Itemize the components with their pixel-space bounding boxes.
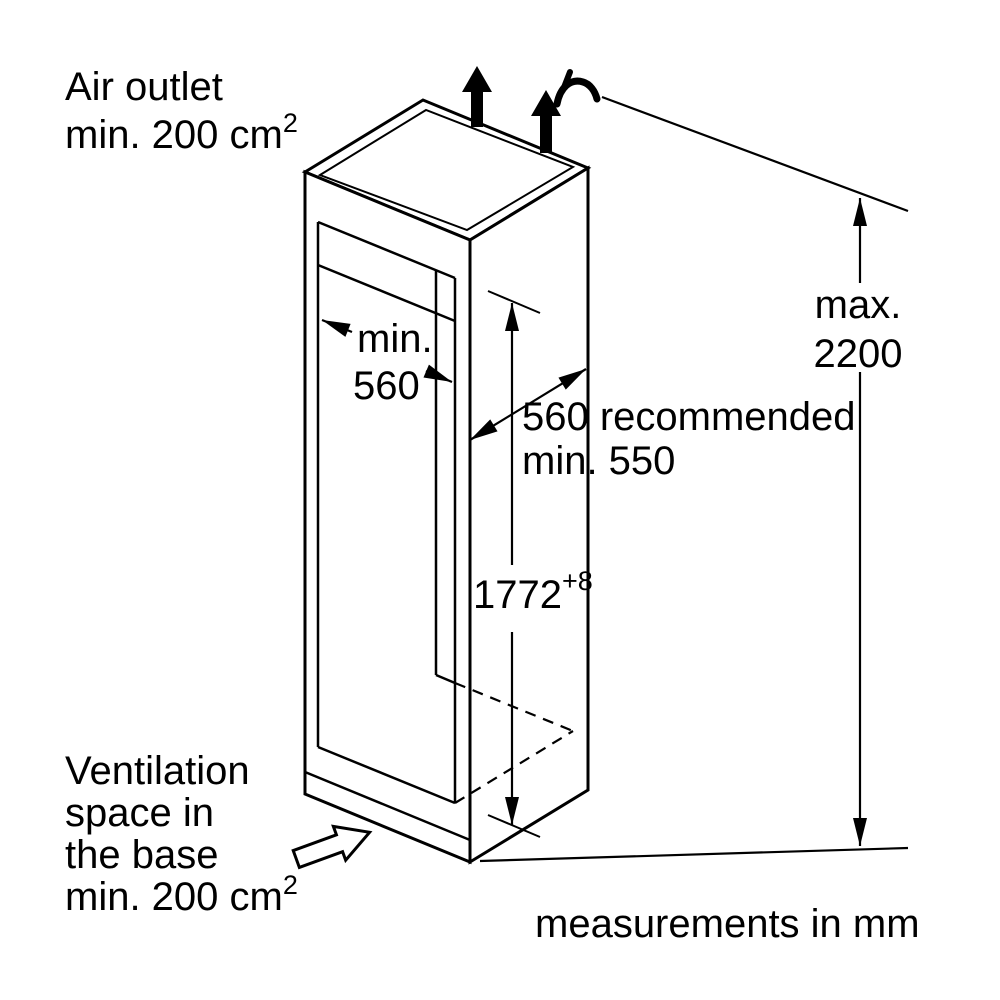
niche-top-face-inner-edge bbox=[317, 108, 576, 232]
niche-depth-label-line2: min. 550 bbox=[522, 439, 675, 483]
width-dim-arrow-right bbox=[423, 364, 453, 384]
niche-front-face bbox=[303, 169, 472, 865]
air-outlet-label-text: min. 200 cm bbox=[65, 113, 283, 157]
air-outlet-label-superscript: 2 bbox=[283, 108, 298, 138]
floor-right-edge-hidden bbox=[454, 730, 574, 804]
opening-bottom-edge bbox=[317, 745, 456, 805]
diagram-labels: Air outlet min. 200 cm2 min. 560 560 rec… bbox=[65, 65, 920, 946]
depth-dim-line bbox=[469, 368, 587, 441]
vent-duct-icon-tick bbox=[560, 69, 573, 93]
air-outlet-label-line2: min. 200 cm2 bbox=[65, 108, 298, 157]
top-rail-upper-edge bbox=[317, 220, 456, 280]
width-dim-arrow-left bbox=[321, 318, 353, 337]
units-footnote: measurements in mm bbox=[535, 902, 920, 946]
niche-width-label-line1: min. bbox=[357, 317, 433, 361]
niche-depth-label-line1: 560 recommended bbox=[522, 395, 856, 439]
top-rail-lower-edge bbox=[317, 263, 456, 323]
ventilation-label-line4: min. 200 cm2 bbox=[65, 870, 298, 919]
plinth-front-edge bbox=[304, 770, 471, 842]
niche-height-label: 1772+8 bbox=[473, 566, 593, 617]
niche-height-tolerance-superscript: +8 bbox=[562, 566, 593, 596]
air-outlet-label-line1: Air outlet bbox=[65, 65, 223, 109]
dimension-lines bbox=[291, 95, 909, 870]
ventilation-label-text: min. 200 cm bbox=[65, 875, 283, 919]
max-height-ref-line-bottom bbox=[479, 846, 909, 863]
ventilation-label-line1: Ventilation bbox=[65, 749, 250, 793]
ventilation-label-line2: space in bbox=[65, 791, 214, 835]
base-ventilation-arrow-icon bbox=[291, 824, 373, 870]
max-height-ref-line-top bbox=[601, 95, 909, 213]
max-height-label-line2: 2200 bbox=[814, 332, 903, 376]
floor-back-edge-visible bbox=[435, 673, 456, 685]
air-outlet-arrow-icon bbox=[531, 90, 561, 153]
height-dim-tick-top bbox=[487, 290, 541, 314]
height-dim-tick-bottom bbox=[487, 814, 541, 838]
niche-width-label-line2: 560 bbox=[353, 364, 420, 408]
floor-back-edge-hidden bbox=[454, 681, 574, 733]
niche-height-value: 1772 bbox=[473, 573, 562, 617]
max-height-label-line1: max. bbox=[815, 283, 902, 327]
cabinet-drawing bbox=[301, 98, 592, 865]
ventilation-label-line3: the base bbox=[65, 833, 218, 877]
air-outlet-arrow-icon bbox=[462, 66, 492, 127]
airflow-symbols bbox=[462, 66, 601, 153]
ventilation-label-superscript: 2 bbox=[283, 870, 298, 900]
